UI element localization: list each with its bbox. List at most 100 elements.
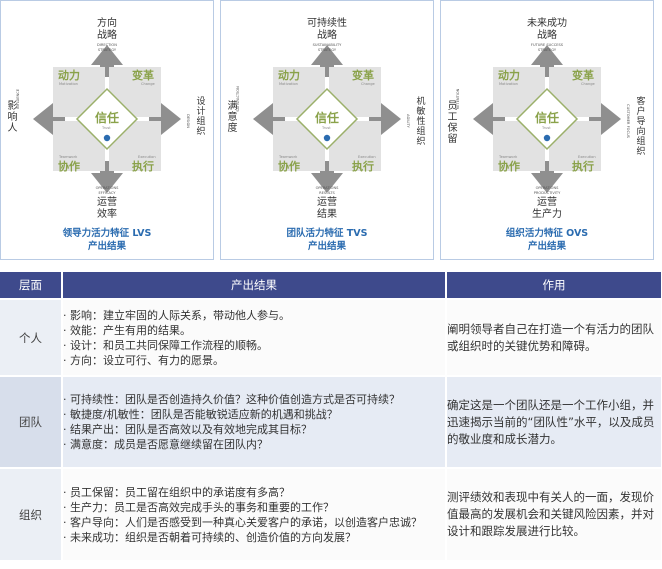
square-change-sub: Change (581, 82, 595, 86)
result-item: · 员工保留：员工留在组织中的承诺度有多高？ (63, 485, 290, 499)
center-trust-sub: Trust (102, 126, 111, 130)
left-label: 影响人 (7, 101, 18, 134)
diagram-caption-2: 产出结果 (307, 241, 346, 252)
top-small-2: STRATEGY (537, 48, 557, 52)
center-trust-title: 信任 (315, 111, 340, 125)
square-change-title: 变革 (572, 69, 594, 82)
bottom-label-1: 运营 (317, 197, 337, 208)
square-change-title: 变革 (352, 69, 374, 82)
result-item: · 设计：和员工共同保障工作流程的顺畅。 (63, 338, 268, 352)
bottom-label-2: 效率 (97, 209, 117, 220)
table-row: 团队 · 可持续性：团队是否创造持久价值？这种价值创造方式是否可持续？ · 敏捷… (0, 375, 662, 468)
left-small: SATISFACTION (236, 86, 240, 112)
row-role: 阐明领导者自己在打造一个有活力的团队或组织时的关键优势和障碍。 (446, 298, 662, 376)
diagram-graphic (33, 45, 181, 193)
top-label-2: 战略 (537, 30, 557, 41)
square-motivation-title: 动力 (58, 69, 80, 82)
square-teamwork-sub: Teamwork (499, 155, 518, 159)
left-small: INFLUENCE (16, 89, 20, 110)
result-item: · 敏捷度/机敏性：团队是否能敏锐适应新的机遇和挑战？ (63, 408, 338, 421)
square-teamwork-title: 协作 (278, 160, 300, 173)
left-small: RETENTION (456, 88, 460, 110)
row-results: · 员工保留：员工留在组织中的承诺度有多高？ · 生产力：员工是否高效完成手头的… (62, 467, 447, 560)
bottom-small-2: PRODUCTIVITY (533, 191, 561, 195)
right-label: 设计组织 (196, 97, 206, 137)
result-item: · 生产力：员工是否高效完成手头的事务和重要的工作？ (63, 500, 334, 514)
arrow-down-icon (531, 161, 563, 193)
bottom-small-1: OPERATIONS (95, 186, 119, 190)
center-trust-sub: Trust (322, 126, 331, 130)
table-row: 个人 · 影响：建立牢固的人际关系，带动他人参与。 · 效能：产生有用的结果。 … (0, 298, 662, 376)
top-small-1: SUSTAINABILITY (312, 43, 342, 47)
bottom-label-2: 生产力 (532, 209, 562, 220)
row-role: 测评绩效和表现中有关人的一面，发现价值最高的发展机会和关键风险因素，并对设计和跟… (446, 467, 662, 560)
arrow-up-icon (311, 45, 343, 77)
square-change-sub: Change (141, 82, 155, 86)
result-item: · 效能：产生有用的结果。 (63, 323, 191, 337)
result-item: · 可持续性：团队是否创造持久价值？这种价值创造方式是否可持续？ (63, 393, 400, 406)
bottom-small-1: OPERATIONS (315, 186, 339, 190)
square-motivation-title: 动力 (498, 69, 520, 82)
arrow-right-icon (589, 103, 621, 135)
row-level: 组织 (0, 467, 63, 560)
result-item: · 客户导向：人们是否感受到一种真心关爱客户的承诺，以创造客户忠诚？ (63, 515, 422, 529)
row-results: · 影响：建立牢固的人际关系，带动他人参与。 · 效能：产生有用的结果。 · 设… (62, 298, 447, 376)
center-trust-sub: Trust (542, 126, 551, 130)
left-label: 员工保留 (447, 101, 458, 145)
table-row: 组织 · 员工保留：员工留在组织中的承诺度有多高？ · 生产力：员工是否高效完成… (0, 467, 662, 560)
row-results: · 可持续性：团队是否创造持久价值？这种价值创造方式是否可持续？ · 敏捷度/机… (62, 375, 447, 468)
square-teamwork-sub: Teamwork (279, 155, 298, 159)
row-level: 团队 (0, 375, 63, 468)
diagram-panel: 方向 战略 DIRECTION STRATEGY 动力 Motivation 变… (0, 0, 662, 262)
center-trust-title: 信任 (535, 111, 560, 125)
arrow-left-icon (33, 103, 65, 135)
arrow-down-icon (311, 161, 343, 193)
header-role: 作用 (446, 272, 662, 299)
diagram-caption-2: 产出结果 (87, 241, 126, 252)
diagram-caption-1: 团队活力特征 TVS (286, 228, 368, 239)
square-execution-sub: Execution (138, 155, 156, 159)
diagram-caption-1: 组织活力特征 OVS (505, 228, 589, 239)
bottom-label-1: 运营 (537, 197, 557, 208)
right-small: AGILITY (406, 114, 410, 128)
right-label: 机敏性组织 (416, 97, 426, 147)
square-motivation-sub: Motivation (279, 82, 298, 86)
result-item: · 满意度：成员是否愿意继续留在团队内？ (63, 438, 268, 451)
top-label-1: 未来成功 (527, 18, 567, 29)
logo-icon (323, 134, 331, 142)
team-vitality-diagram: 可持续性 战略 SUSTAINABILITY STRATEGY 动力 Motiv… (220, 0, 434, 260)
square-change-sub: Change (361, 82, 375, 86)
square-change-title: 变革 (132, 69, 154, 82)
organization-vitality-diagram: 未来成功 战略 FUTURE SUCCESS STRATEGY 动力 Motiv… (440, 0, 654, 260)
square-execution-title: 执行 (352, 160, 374, 173)
square-execution-title: 执行 (132, 160, 154, 173)
result-item: · 方向：设立可行、有力的愿景。 (63, 353, 224, 367)
square-motivation-sub: Motivation (59, 82, 78, 86)
diagram-graphic (473, 45, 621, 193)
leadership-vitality-diagram: 方向 战略 DIRECTION STRATEGY 动力 Motivation 变… (0, 0, 214, 260)
diagram-caption-2: 产出结果 (527, 241, 566, 252)
bottom-label-2: 结果 (317, 209, 337, 220)
result-item: · 结果产出：团队是否高效以及有效地完成其目标？ (63, 423, 312, 436)
table-header-row: 层面 产出结果 作用 (0, 272, 662, 299)
row-level: 个人 (0, 298, 63, 376)
top-small-2: STRATEGY (97, 48, 117, 52)
diagram-caption-1: 领导力活力特征 LVS (62, 228, 152, 239)
arrow-right-icon (369, 103, 401, 135)
right-label: 客户导向组织 (636, 97, 646, 157)
square-execution-sub: Execution (358, 155, 376, 159)
square-motivation-title: 动力 (278, 69, 300, 82)
center-trust-title: 信任 (95, 111, 120, 125)
arrow-up-icon (91, 45, 123, 77)
outcomes-table: 层面 产出结果 作用 个人 · 影响：建立牢固的人际关系，带动他人参与。 · 效… (0, 272, 662, 560)
square-execution-sub: Execution (578, 155, 596, 159)
top-label-2: 战略 (97, 30, 117, 41)
row-role: 确定这是一个团队还是一个工作小组，并迅速揭示当前的“团队性”水平，以及成员的敬业… (446, 375, 662, 468)
arrow-left-icon (473, 103, 505, 135)
arrow-up-icon (531, 45, 563, 77)
logo-icon (543, 134, 551, 142)
bottom-label-1: 运营 (97, 197, 117, 208)
right-small: DESIGN (186, 114, 190, 128)
square-teamwork-title: 协作 (498, 160, 520, 173)
square-execution-title: 执行 (572, 160, 594, 173)
